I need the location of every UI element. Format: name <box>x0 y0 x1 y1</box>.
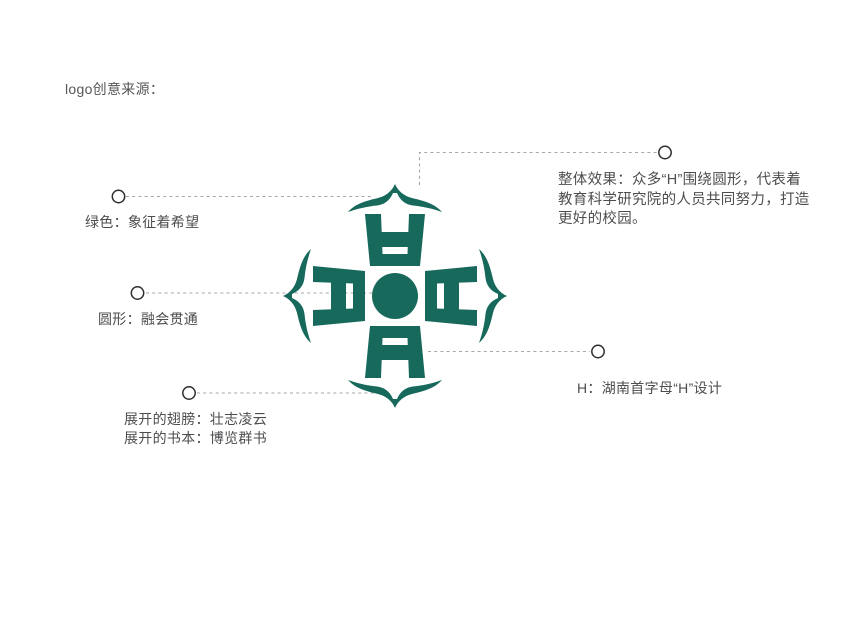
logo-arm-right <box>425 249 507 343</box>
logo-hh-emblem <box>283 184 507 408</box>
callout-label-wings-line1: 展开的翅膀：壮志凌云 <box>124 411 267 427</box>
callout-line-overall <box>418 151 657 185</box>
logo-center-circle <box>372 273 418 319</box>
callout-label-overall: 整体效果：众多“H”围绕圆形，代表着 教育科学研究院的人员共同努力，打造 更好的… <box>558 171 810 230</box>
callout-dot-overall-icon <box>658 145 672 160</box>
callout-label-overall-line3: 更好的校园。 <box>558 211 647 227</box>
page-title: logo创意来源： <box>65 81 165 97</box>
callout-label-overall-line2: 教育科学研究院的人员共同努力，打造 <box>558 191 810 208</box>
callout-label-overall-line1: 整体效果：众多“H”围绕圆形，代表着 <box>558 172 802 188</box>
callout-dot-green-icon <box>111 189 126 204</box>
callout-label-round: 圆形：融会贯通 <box>98 311 199 327</box>
logo-arm-top <box>348 184 442 266</box>
logo-arm-bottom <box>348 326 442 408</box>
callout-dot-initial-icon <box>591 344 605 359</box>
callout-label-wings: 展开的翅膀：壮志凌云 展开的书本：博览群书 <box>124 410 267 448</box>
callout-dot-wings-icon <box>182 386 196 400</box>
callout-label-green: 绿色：象征着希望 <box>85 214 200 230</box>
callout-label-wings-line2: 展开的书本：博览群书 <box>124 430 267 446</box>
callout-dot-round-icon <box>130 286 145 300</box>
logo-arm-left <box>283 249 365 343</box>
callout-label-initial: H：湖南首字母“H”设计 <box>577 380 723 396</box>
